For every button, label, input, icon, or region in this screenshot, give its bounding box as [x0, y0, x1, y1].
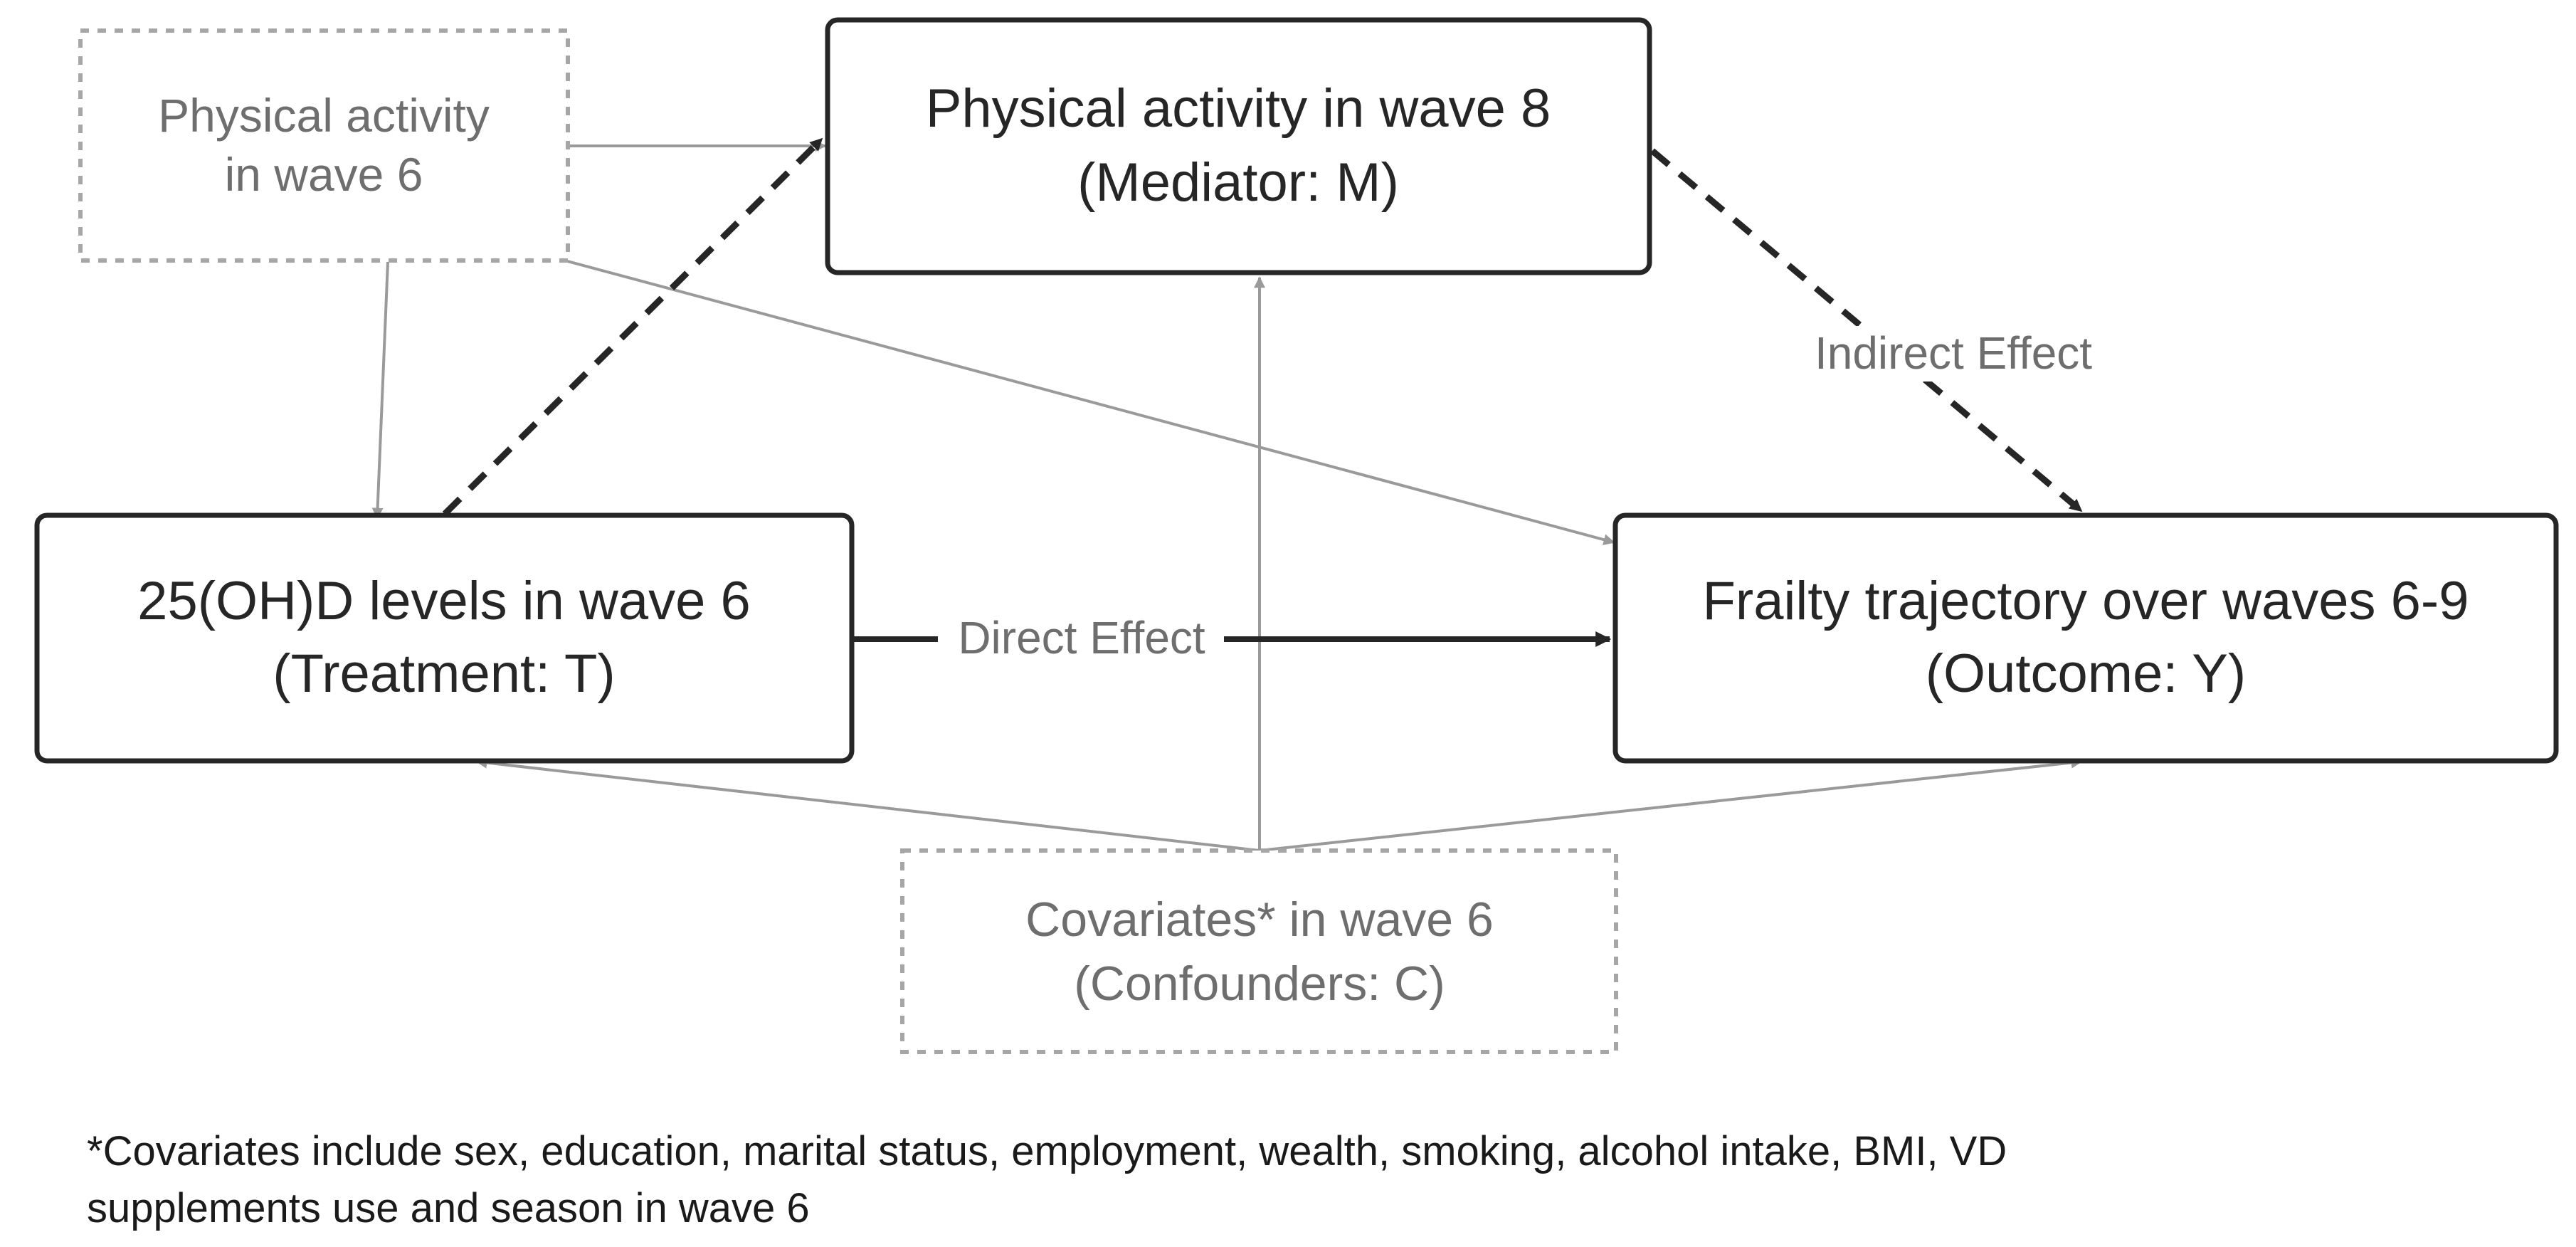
node-physical-activity-wave6-line2: in wave 6	[225, 148, 423, 201]
node-mediator: Physical activity in wave 8 (Mediator: M…	[825, 17, 1652, 275]
edge-treatment-to-mediator	[442, 136, 825, 517]
node-covariates: Covariates* in wave 6 (Confounders: C)	[900, 848, 1618, 1054]
direct-effect-label: Direct Effect	[958, 612, 1205, 663]
footnote-line2: supplements use and season in wave 6	[87, 1185, 810, 1231]
node-outcome: Frailty trajectory over waves 6-9 (Outco…	[1612, 512, 2559, 764]
node-mediator-line1: Physical activity in wave 8	[926, 78, 1551, 139]
indirect-effect-label: Indirect Effect	[1815, 327, 2092, 379]
direct-effect-label-bg	[938, 611, 1224, 666]
node-treatment-line1: 25(OH)D levels in wave 6	[137, 571, 751, 631]
indirect-effect-label-bg	[1793, 326, 2113, 382]
node-treatment: 25(OH)D levels in wave 6 (Treatment: T)	[34, 512, 855, 764]
edge-covariates-to-treatment	[475, 757, 1260, 852]
node-outcome-line2: (Outcome: Y)	[1926, 643, 2247, 704]
node-mediator-line2: (Mediator: M)	[1077, 152, 1399, 213]
node-physical-activity-wave6-line1: Physical activity	[158, 89, 490, 142]
footnote-line1: *Covariates include sex, education, mari…	[87, 1128, 2007, 1174]
covariates-footnote: *Covariates include sex, education, mari…	[87, 1123, 2435, 1237]
node-covariates-line2: (Confounders: C)	[1074, 957, 1445, 1011]
node-outcome-line1: Frailty trajectory over waves 6-9	[1703, 571, 2469, 631]
edge-covariates-to-outcome	[1259, 757, 2083, 852]
node-covariates-line1: Covariates* in wave 6	[1025, 893, 1494, 947]
node-physical-activity-wave6: Physical activity in wave 6	[78, 28, 570, 263]
edge-pa6-to-outcome	[561, 258, 1615, 545]
edge-pa6-to-treatment	[371, 261, 389, 520]
edge-mediator-to-outcome	[1650, 148, 2084, 514]
node-treatment-line2: (Treatment: T)	[273, 643, 615, 704]
